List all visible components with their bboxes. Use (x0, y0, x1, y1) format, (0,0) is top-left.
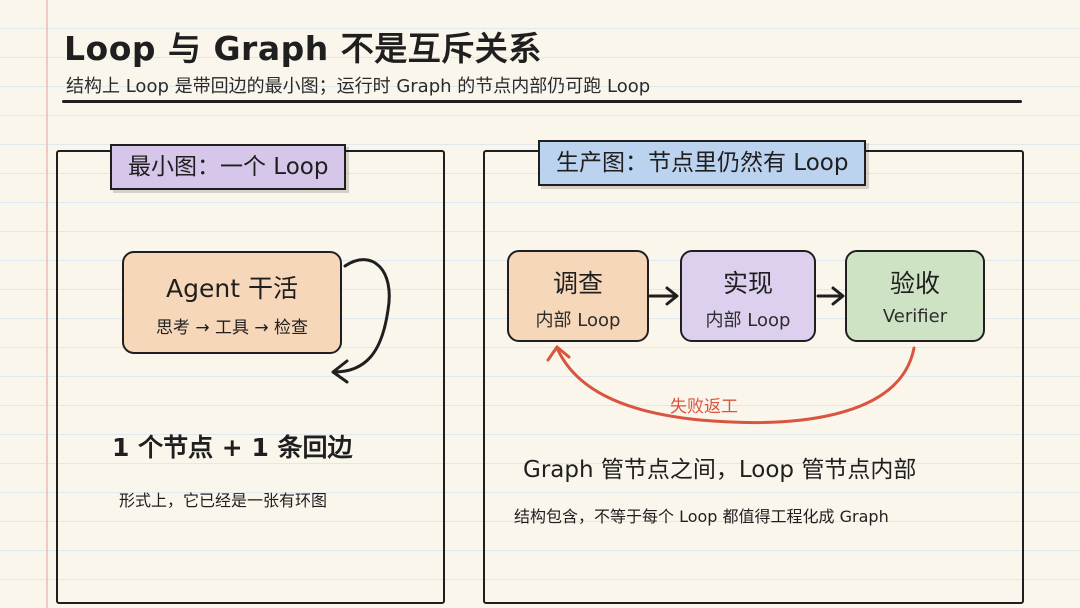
node-verify: 验收 Verifier (845, 250, 985, 342)
feedback-arrowhead (546, 345, 571, 362)
agent-node: Agent 干活 思考 → 工具 → 检查 (122, 251, 342, 354)
notebook-margin-line (46, 0, 48, 608)
left-panel-tag: 最小图：一个 Loop (110, 144, 347, 190)
feedback-arrow (555, 346, 916, 424)
arrow-implement-to-verify-head (831, 286, 845, 306)
header-divider (62, 100, 1022, 103)
node-investigate-sub: 内部 Loop (535, 310, 621, 331)
node-investigate-title: 调查 (552, 269, 603, 298)
node-implement-title: 实现 (722, 269, 773, 298)
right-summary: Graph 管节点之间，Loop 管节点内部 (523, 457, 917, 483)
node-verify-sub: Verifier (882, 306, 948, 327)
agent-node-title: Agent 干活 (166, 274, 298, 303)
right-panel-tag: 生产图：节点里仍然有 Loop (538, 140, 867, 186)
feedback-label: 失败返工 (670, 397, 738, 417)
self-loop-arrow (332, 258, 391, 374)
arrow-investigate-to-implement-head (665, 286, 679, 306)
page-title: Loop 与 Graph 不是互斥关系 (64, 29, 542, 68)
node-investigate: 调查 内部 Loop (507, 250, 649, 342)
left-summary: 1 个节点 + 1 条回边 (112, 433, 353, 462)
page-subtitle: 结构上 Loop 是带回边的最小图；运行时 Graph 的节点内部仍可跑 Loo… (66, 76, 651, 97)
right-note: 结构包含，不等于每个 Loop 都值得工程化成 Graph (514, 507, 889, 526)
node-verify-title: 验收 (889, 269, 940, 298)
agent-node-steps: 思考 → 工具 → 检查 (155, 318, 309, 338)
left-note: 形式上，它已经是一张有环图 (119, 491, 328, 510)
self-loop-arrowhead (331, 359, 349, 384)
node-implement: 实现 内部 Loop (680, 250, 816, 342)
node-implement-sub: 内部 Loop (705, 310, 791, 331)
